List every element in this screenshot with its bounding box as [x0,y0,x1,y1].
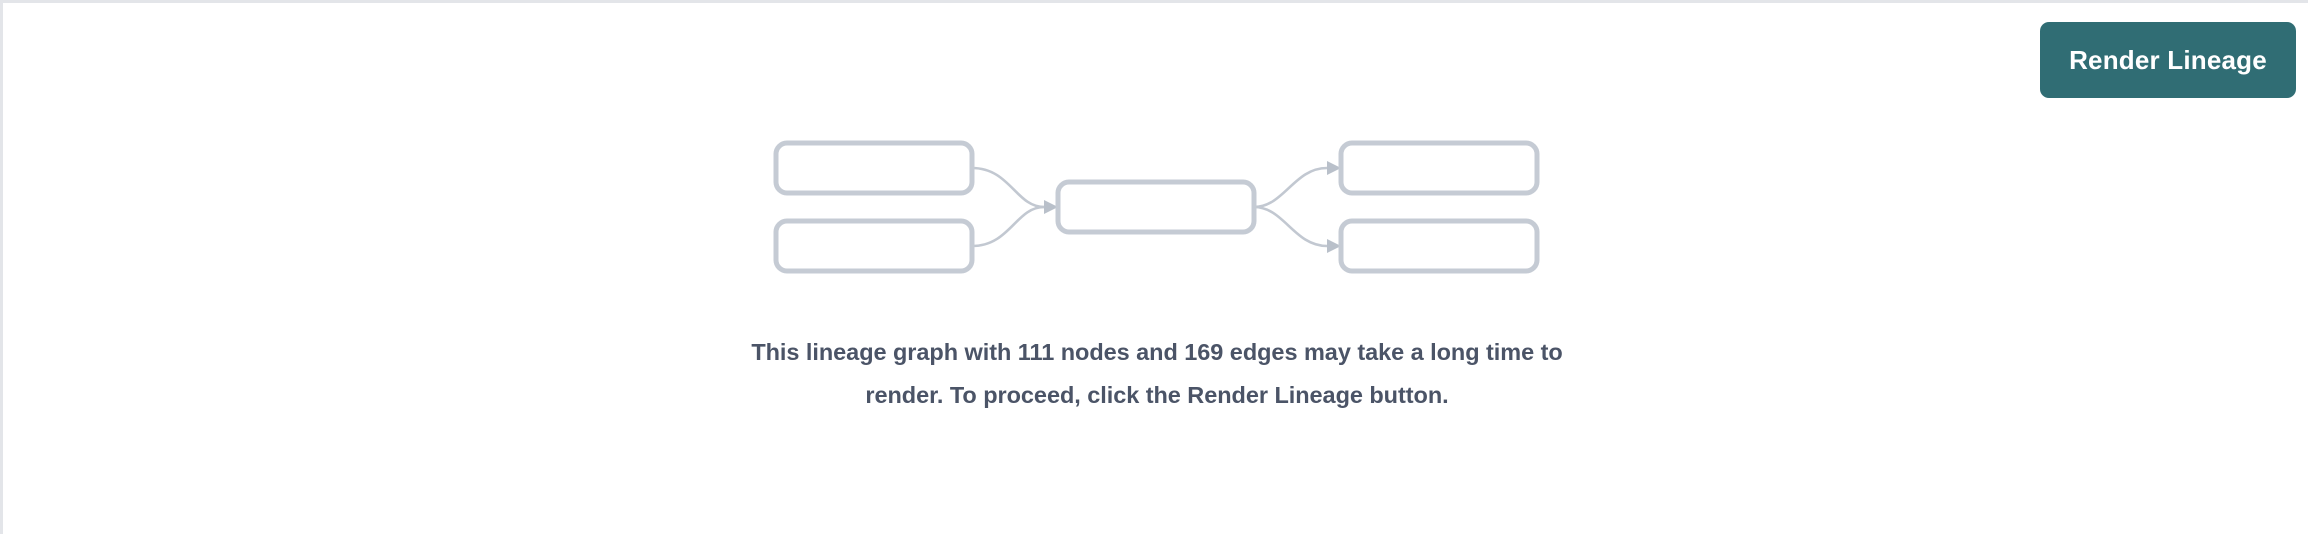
graph-edge-arrowhead-right-bottom-in [1327,239,1341,253]
graph-node-center [1055,179,1257,235]
graph-edge-arrowhead-right-top-in [1327,161,1341,175]
render-lineage-button[interactable]: Render Lineage [2040,22,2296,98]
graph-edge-center-to-right-top [1253,166,1328,209]
graph-node-right-bottom [1338,218,1540,274]
graph-node-left-bottom [773,218,975,274]
lineage-warning-message: This lineage graph with 111 nodes and 16… [751,339,1563,408]
graph-node-right-top [1338,140,1540,196]
graph-edge-left-top-to-center [971,166,1045,209]
graph-node-left-top [773,140,975,196]
graph-edge-left-bottom-to-center [971,205,1045,248]
lineage-placeholder-graph [748,121,1568,291]
graph-edge-arrowhead-center-in [1044,200,1058,214]
graph-edge-center-to-right-bottom [1253,205,1328,248]
